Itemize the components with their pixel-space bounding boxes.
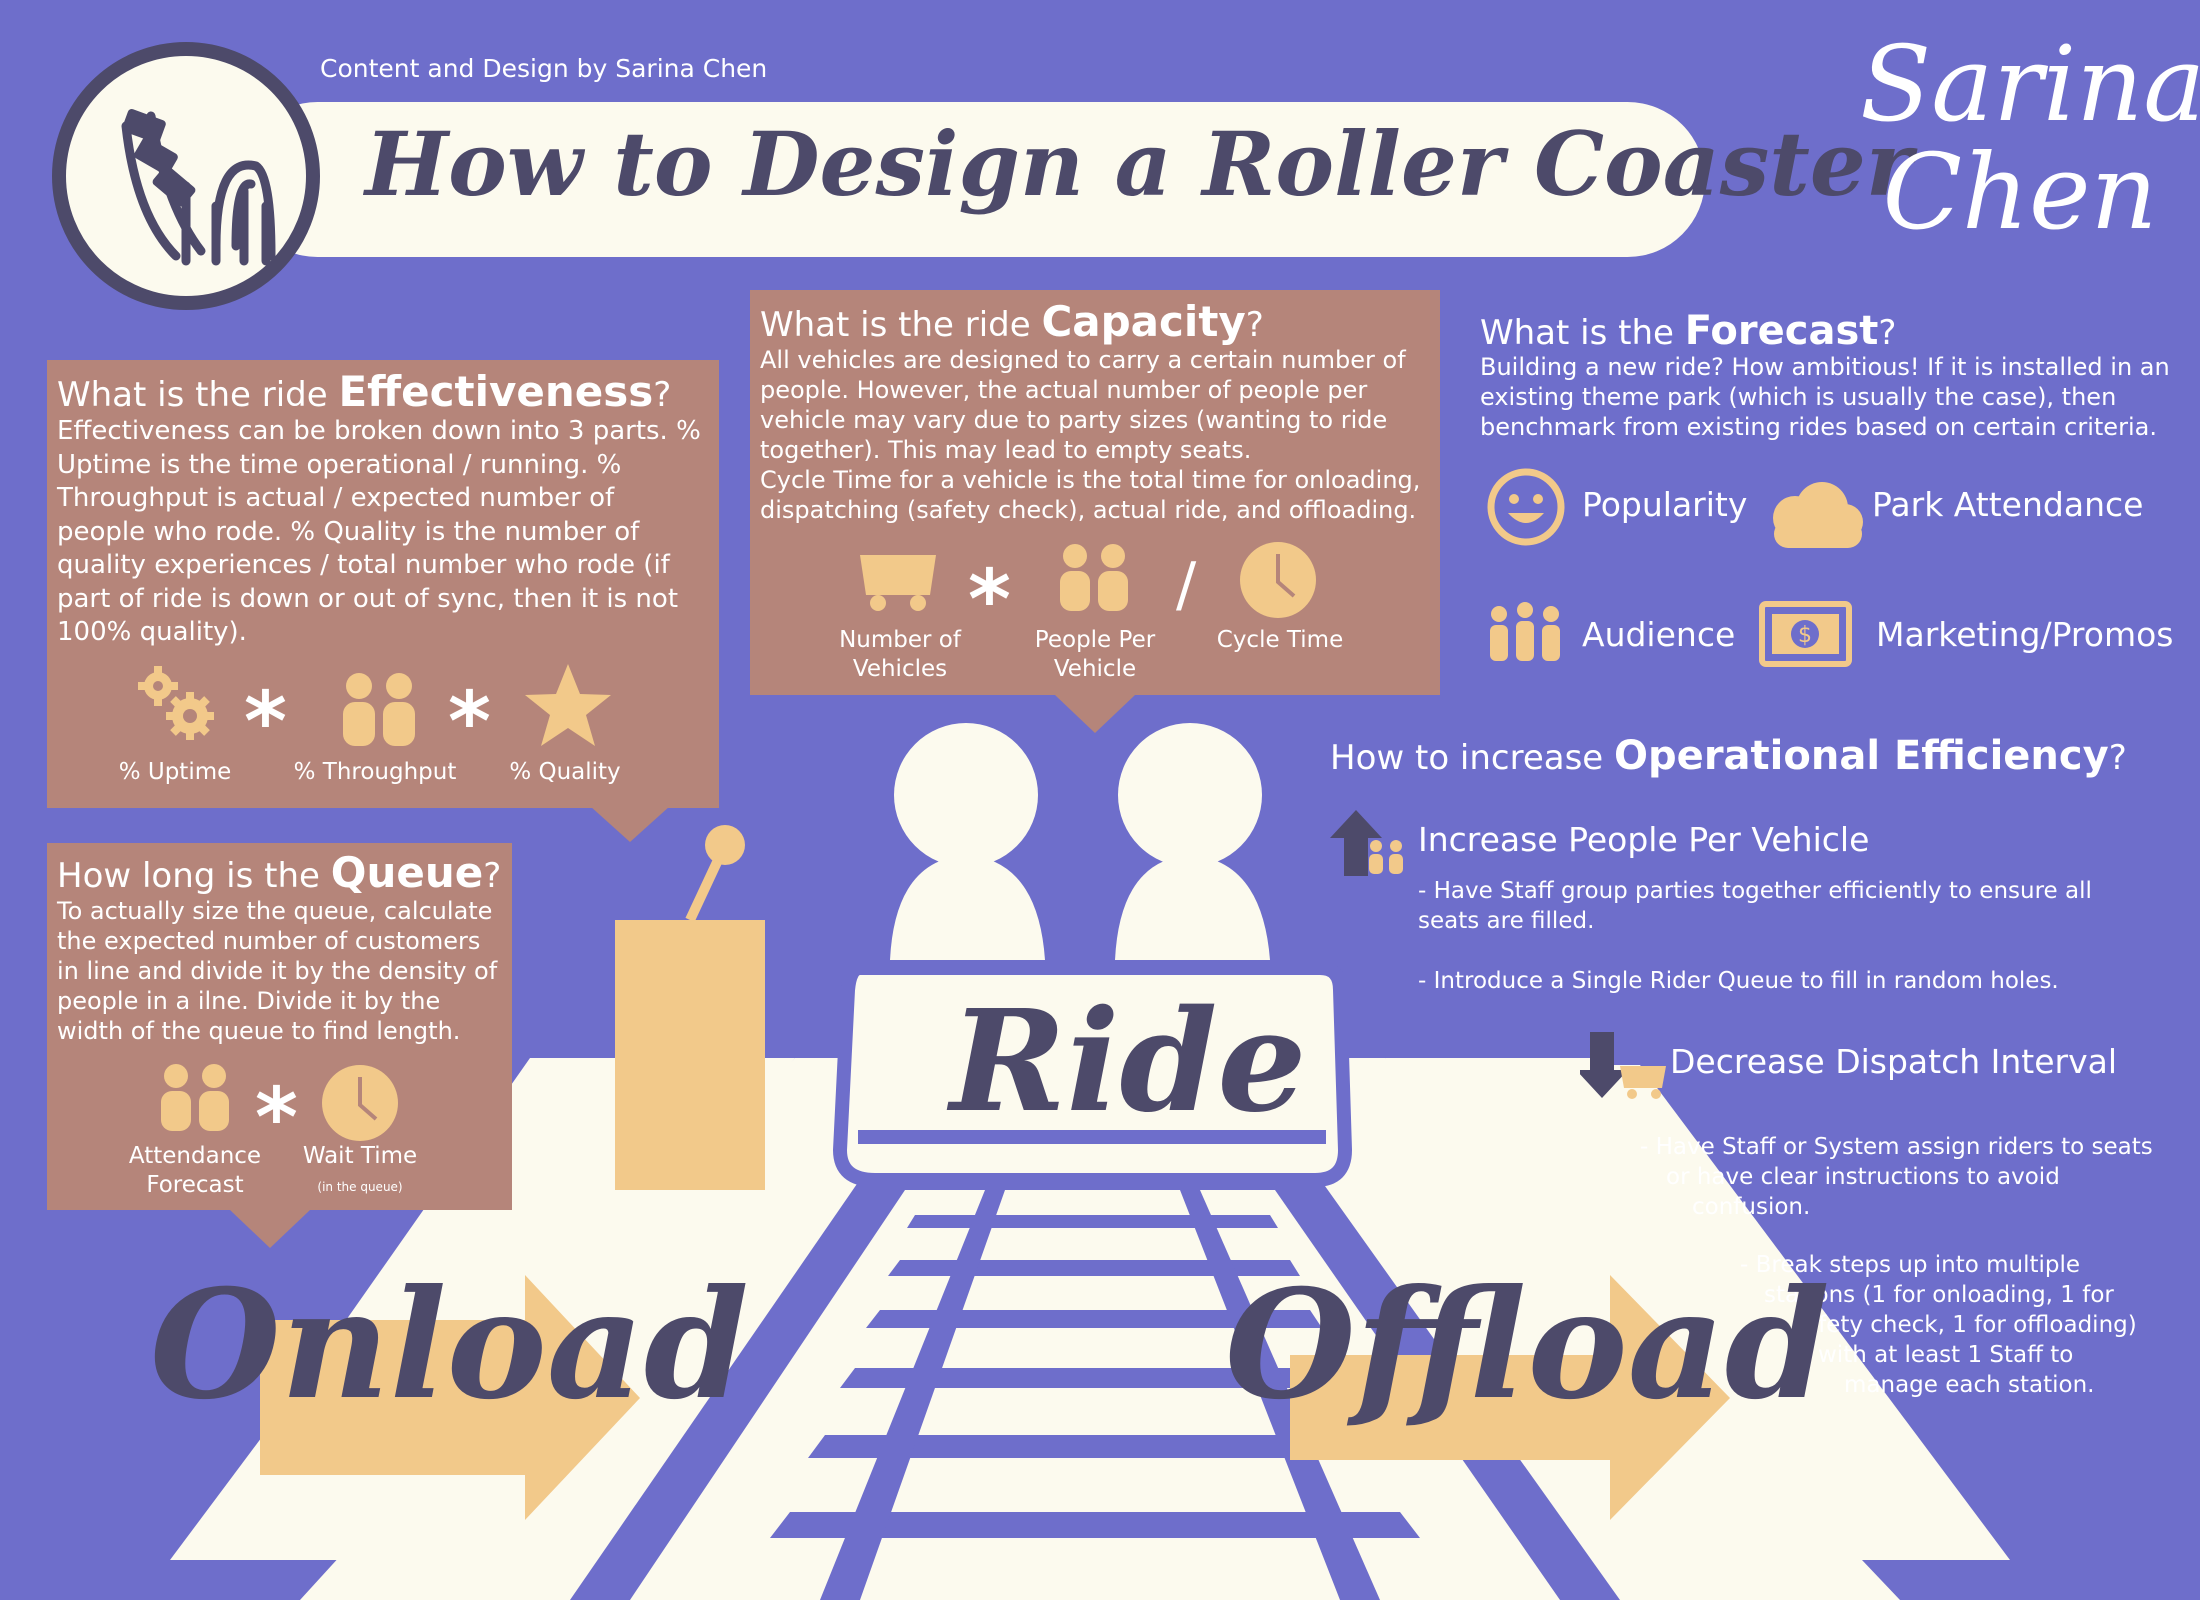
signature-logo: Sarina Chen bbox=[1860, 30, 2200, 246]
effectiveness-op1: * bbox=[244, 675, 287, 770]
clock-icon bbox=[1240, 542, 1316, 618]
gears-icon bbox=[138, 666, 214, 740]
effectiveness-op2: * bbox=[448, 675, 491, 770]
cart-icon bbox=[860, 555, 936, 611]
logo-badge bbox=[52, 42, 320, 310]
label-wait-time: Wait Time bbox=[302, 1143, 418, 1169]
label-cycle-time: Cycle Time bbox=[1216, 627, 1344, 653]
header-banner bbox=[240, 102, 1705, 257]
svg-text:$: $ bbox=[1798, 623, 1812, 648]
efficiency-sub1: Increase People Per Vehicle bbox=[1418, 820, 1870, 859]
efficiency-sub2-point2-line5: manage each station. bbox=[1844, 1372, 2095, 1398]
queue-heading: How long is the Queue? bbox=[57, 848, 502, 897]
queue-op1: * bbox=[255, 1071, 298, 1166]
audience-icon bbox=[1490, 602, 1560, 661]
efficiency-sub2-point2-line3: safety check, 1 for offloading) bbox=[1792, 1312, 2137, 1338]
cloud-icon bbox=[1773, 482, 1863, 548]
label-wait-note: (in the queue) bbox=[317, 1180, 403, 1194]
label-people-per-vehicle: People Per Vehicle bbox=[1034, 627, 1156, 682]
forecast-heading: What is the Forecast? bbox=[1480, 308, 1897, 354]
queue-body: To actually size the queue, calculate th… bbox=[57, 897, 498, 1045]
efficiency-sub2-point2: - Break steps up into multiple stations … bbox=[1740, 1250, 2180, 1400]
capacity-heading: What is the ride Capacity? bbox=[760, 297, 1264, 346]
people-icon bbox=[343, 673, 415, 746]
efficiency-sub1-point2: - Introduce a Single Rider Queue to fill… bbox=[1418, 968, 2059, 994]
decrease-arrow-icon bbox=[1580, 1032, 1666, 1099]
efficiency-sub2-point2-line2: stations (1 for onloading, 1 for bbox=[1764, 1282, 2114, 1308]
smiley-icon bbox=[1487, 468, 1565, 546]
efficiency-sub2-point1-line3: confusion. bbox=[1692, 1194, 1811, 1220]
efficiency-sub2-point1-line1: - Have Staff or System assign riders to … bbox=[1640, 1134, 2153, 1160]
stage-offload: Offload bbox=[1225, 1257, 1830, 1433]
stage-ride: Ride bbox=[950, 980, 1307, 1144]
capacity-body: All vehicles are designed to carry a cer… bbox=[760, 346, 1421, 524]
efficiency-sub2-point2-line4: with at least 1 Staff to bbox=[1818, 1342, 2074, 1368]
increase-arrow-icon bbox=[1330, 810, 1403, 876]
queue-box: How long is the Queue? To actually size … bbox=[47, 843, 512, 1210]
efficiency-sub1-point1: - Have Staff group parties together effi… bbox=[1418, 878, 2092, 934]
attendance-people-icon bbox=[161, 1064, 229, 1131]
effectiveness-heading: What is the ride Effectiveness? bbox=[57, 367, 672, 416]
capacity-op1: * bbox=[968, 553, 1011, 648]
forecast-audience: Audience bbox=[1582, 615, 1736, 654]
effectiveness-body: Effectiveness can be broken down into 3 … bbox=[57, 416, 701, 647]
label-throughput: % Throughput bbox=[293, 759, 457, 785]
signature-text: Sarina Chen bbox=[1860, 23, 2200, 253]
label-uptime: % Uptime bbox=[118, 759, 232, 785]
label-number-vehicles: Number of Vehicles bbox=[839, 627, 961, 682]
forecast-popularity: Popularity bbox=[1582, 485, 1748, 524]
credit-line: Content and Design by Sarina Chen bbox=[320, 54, 768, 83]
efficiency-sub2: Decrease Dispatch Interval bbox=[1670, 1042, 2118, 1081]
forecast-park-attendance: Park Attendance bbox=[1872, 485, 2144, 524]
capacity-box: What is the ride Capacity? All vehicles … bbox=[750, 290, 1440, 695]
efficiency-sub2-point1-line2: or have clear instructions to avoid bbox=[1666, 1164, 2060, 1190]
passengers-icon bbox=[1060, 544, 1128, 611]
forecast-body: Building a new ride? How ambitious! If i… bbox=[1480, 353, 2170, 441]
efficiency-heading: How to increase Operational Efficiency? bbox=[1330, 733, 2127, 779]
money-icon: $ bbox=[1759, 601, 1852, 667]
efficiency-sub2-point2-line1: - Break steps up into multiple bbox=[1740, 1252, 2081, 1278]
page-title: How to Design a Roller Coaster bbox=[365, 112, 1913, 216]
star-icon bbox=[525, 664, 611, 746]
roller-coaster-icon bbox=[121, 109, 276, 266]
forecast-marketing: Marketing/Promos bbox=[1876, 615, 2174, 654]
efficiency-sub2-point1: - Have Staff or System assign riders to … bbox=[1640, 1132, 2180, 1222]
stage-onload: Onload bbox=[150, 1257, 749, 1433]
wait-clock-icon bbox=[322, 1065, 398, 1141]
label-attendance-forecast: Attendance Forecast bbox=[128, 1143, 262, 1198]
capacity-op2: / bbox=[1176, 550, 1197, 620]
label-quality: % Quality bbox=[509, 759, 621, 785]
